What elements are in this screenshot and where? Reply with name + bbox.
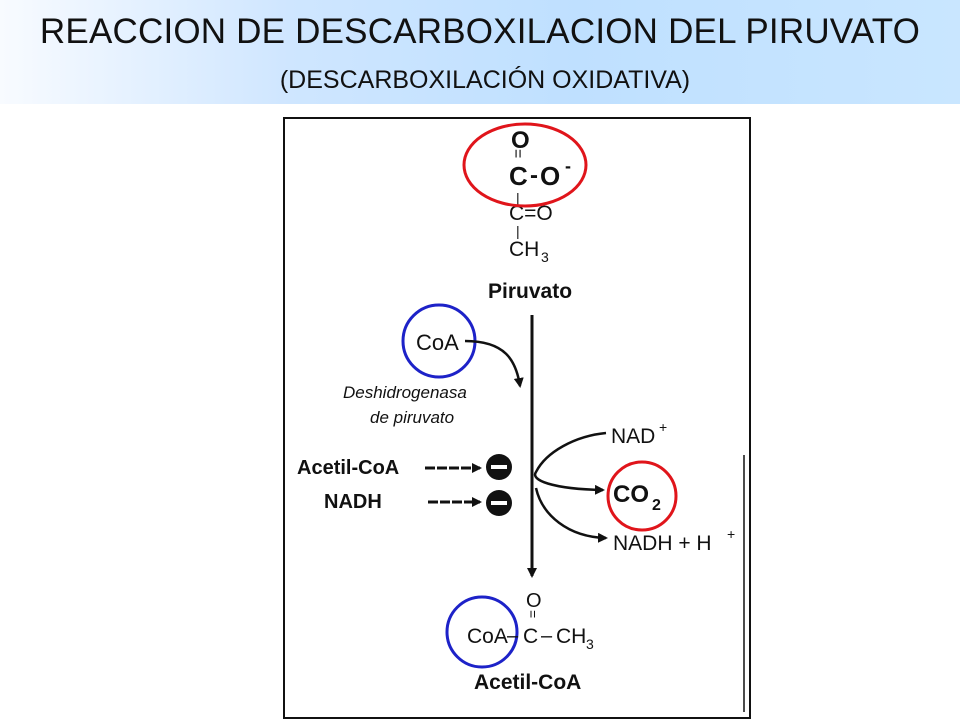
acetyl-left-bond: – [507,625,519,647]
enzyme-label-line2: de piruvato [370,408,454,427]
inhibition-sign-1-bar [491,465,507,469]
pyruvate-double-bond: = [509,149,526,158]
acetyl-carbonyl-c: C [523,625,538,648]
acetyl-right-bond: – [541,625,553,647]
coa-product-highlight-circle [445,595,519,669]
coa-input-arrow [464,339,524,388]
pyruvate-dash: - [530,162,538,189]
nadh-release-arrow [534,487,608,543]
pyruvate-keto-group: C=O [509,202,553,225]
pyruvate-label: Piruvato [488,280,572,303]
co2-highlight-circle [606,460,678,532]
pyruvate-methyl-subscript: 3 [541,249,549,265]
inhibitor-acetyl-coa-label: Acetil-CoA [297,457,399,479]
nad-label: NAD [611,425,655,448]
nadh-product-label: NADH + H [613,532,712,555]
inhibition-sign-2-bar [491,501,507,505]
pyruvate-carboxyl-c: C [509,161,528,191]
pyruvate-bond-1: | [516,190,520,206]
acetyl-methyl-subscript: 3 [586,636,594,652]
acetyl-o-top: O [526,590,542,612]
acetyl-coa-group: CoA [467,625,508,648]
carboxyl-highlight-circle [462,122,588,208]
pyruvate-o-negative: O [540,161,560,191]
pyruvate-bond-2: | [516,223,520,239]
acetyl-double-bond: = [525,610,541,618]
inhibitor-nadh-label: NADH [324,491,382,513]
co2-label: CO [613,481,649,508]
enzyme-label-line1: Deshidrogenasa [343,383,467,402]
nad-superscript: + [659,419,667,435]
co2-subscript: 2 [652,497,661,514]
pyruvate-methyl: CH [509,238,539,261]
nad-curved-arrow [533,431,607,495]
figure-frame [283,117,751,719]
acetyl-methyl: CH [556,625,586,648]
page-title: REACCION DE DESCARBOXILACION DEL PIRUVAT… [39,12,921,51]
nadh-product-superscript: + [727,526,735,542]
pyruvate-minus-sign: - [565,156,571,176]
acetyl-coa-label: Acetil-CoA [474,671,581,694]
pyruvate-o-top: O [511,127,530,154]
title-banner: REACCION DE DESCARBOXILACION DEL PIRUVAT… [0,0,960,104]
page-subtitle: (DESCARBOXILACIÓN OXIDATIVA) [279,66,691,94]
coa-input-label: CoA [416,330,459,355]
